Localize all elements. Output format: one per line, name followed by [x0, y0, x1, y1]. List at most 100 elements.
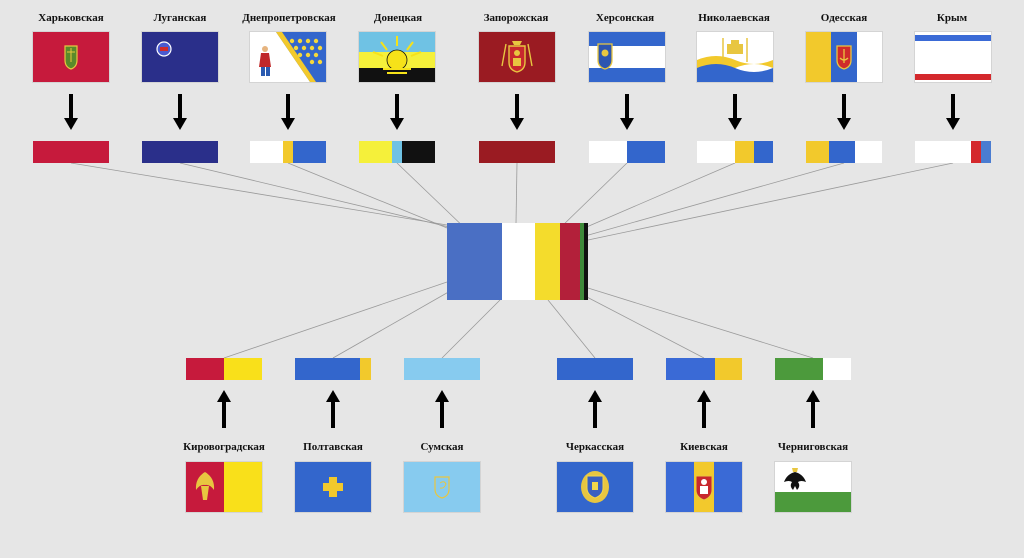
- flag-dnipro: [250, 32, 326, 82]
- strip-segment: [282, 141, 294, 163]
- strip-segment: [915, 141, 971, 163]
- label-sumy: Сумская: [420, 441, 464, 453]
- strip-segment: [224, 358, 262, 380]
- zaporizhzhia-emblem-icon: [501, 41, 533, 73]
- flag-kharkiv: [33, 32, 109, 82]
- connector-line: [70, 162, 448, 226]
- strip-poltava: [295, 358, 371, 380]
- strip-segment: [359, 141, 393, 163]
- strip-segment: [697, 141, 735, 163]
- strip-crimea: [915, 141, 991, 163]
- flag-donetsk: [359, 32, 435, 82]
- strip-segment: [822, 358, 851, 380]
- strip-kharkiv: [33, 141, 109, 163]
- flag-sumy: [404, 462, 480, 512]
- flag-kyiv: [666, 462, 742, 512]
- cherkasy-emblem-icon: [581, 471, 609, 503]
- strip-odesa: [806, 141, 882, 163]
- connector-line: [587, 162, 954, 241]
- connector-line: [515, 162, 518, 224]
- sumy-emblem-icon: [434, 476, 450, 499]
- strip-donetsk: [359, 141, 435, 163]
- connector-line: [223, 281, 448, 359]
- flag-kherson: [589, 32, 665, 82]
- strip-zaporizhzhia: [479, 141, 555, 163]
- strip-sumy: [404, 358, 480, 380]
- strip-segment: [501, 223, 535, 300]
- strip-segment: [186, 358, 224, 380]
- strip-segment: [557, 358, 633, 380]
- cossack-icon: [250, 32, 323, 82]
- strip-kyiv: [666, 358, 742, 380]
- luhansk-emblem-icon: [156, 41, 172, 57]
- label-poltava: Полтавская: [303, 441, 363, 453]
- mykolaiv-emblem-icon: [697, 32, 773, 82]
- kyiv-emblem-icon: [666, 462, 742, 512]
- strip-segment: [142, 141, 218, 163]
- connector-line: [587, 287, 814, 359]
- strip-segment: [404, 358, 480, 380]
- strip-segment: [447, 223, 502, 300]
- odesa-emblem-icon: [806, 32, 882, 82]
- flag-crimea: [915, 32, 991, 82]
- strip-segment: [295, 358, 361, 380]
- strip-segment: [33, 141, 109, 163]
- strip-segment: [735, 141, 754, 163]
- label-crimea: Крым: [936, 12, 968, 24]
- flag-cherkasy: [557, 462, 633, 512]
- strip-segment: [754, 141, 773, 163]
- strip-segment: [559, 223, 580, 300]
- label-luhansk: Луганская: [153, 12, 207, 24]
- label-kherson: Херсонская: [595, 12, 655, 24]
- connector-line: [547, 299, 596, 359]
- strip-segment: [806, 141, 829, 163]
- strip-dnipro: [250, 141, 326, 163]
- label-kirovohrad: Кировоградская: [183, 441, 265, 453]
- strip-segment: [828, 141, 856, 163]
- label-cherkasy: Черкасская: [565, 441, 625, 453]
- strip-segment: [715, 358, 742, 380]
- strip-segment: [401, 141, 435, 163]
- connector-line: [582, 294, 705, 359]
- flag-chernihiv: [775, 462, 851, 512]
- strip-segment: [971, 141, 982, 163]
- strip-segment: [855, 141, 882, 163]
- connector-line: [179, 162, 450, 228]
- flag-mykolaiv: [697, 32, 773, 82]
- strip-segment: [360, 358, 371, 380]
- strip-segment: [584, 223, 588, 300]
- kherson-emblem-icon: [589, 32, 665, 82]
- strip-segment: [589, 141, 627, 163]
- strip-segment: [775, 358, 823, 380]
- kirovohrad-emblem-icon: [186, 462, 262, 512]
- harkiv-emblem-icon: [64, 45, 78, 70]
- connector-line: [574, 162, 736, 233]
- label-kyiv: Киевская: [680, 441, 728, 453]
- combined-flag: [447, 223, 588, 300]
- connector-line: [584, 162, 845, 237]
- chernihiv-eagle-icon: [775, 462, 851, 512]
- flag-kirovohrad: [186, 462, 262, 512]
- label-dnipro: Днепропетровская: [242, 12, 336, 24]
- flag-zaporizhzhia: [479, 32, 555, 82]
- poltava-cross-icon: [323, 477, 343, 497]
- connector-line: [396, 162, 471, 234]
- crimea-flag-icon: [915, 32, 991, 82]
- connector-line: [287, 162, 453, 231]
- label-kharkiv: Харьковская: [38, 12, 104, 24]
- flag-odesa: [806, 32, 882, 82]
- label-chernihiv: Черниговская: [777, 441, 849, 453]
- flag-poltava: [295, 462, 371, 512]
- strip-cherkasy: [557, 358, 633, 380]
- strip-segment: [534, 223, 560, 300]
- strip-segment: [579, 223, 585, 300]
- strip-mykolaiv: [697, 141, 773, 163]
- flag-luhansk: [142, 32, 218, 82]
- connector-line: [559, 162, 628, 229]
- label-mykolaiv: Николаевская: [698, 12, 770, 24]
- strip-segment: [479, 141, 555, 163]
- sun-icon: [359, 32, 435, 82]
- connector-line: [332, 289, 453, 359]
- strip-segment: [293, 141, 326, 163]
